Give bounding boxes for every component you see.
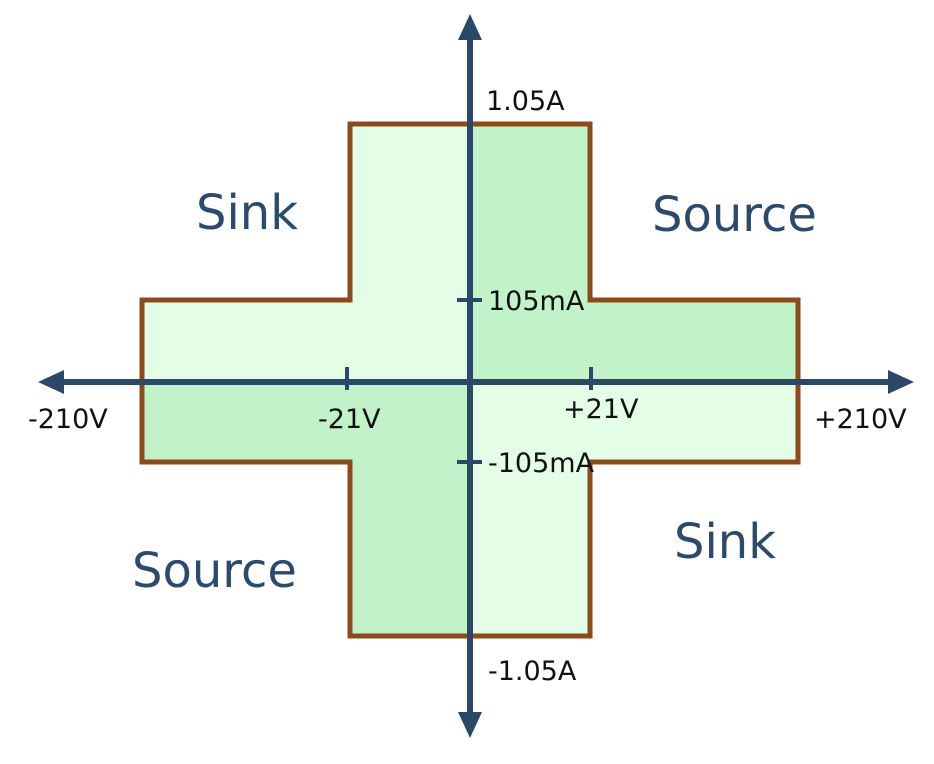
bottom-right-sink-region <box>470 382 798 636</box>
current-min-label: -1.05A <box>488 656 577 687</box>
bottom-right-quadrant-label: Sink <box>674 514 776 570</box>
top-left-sink-region <box>142 124 470 382</box>
current-low-neg-label: -105mA <box>488 448 595 479</box>
voltage-max-label: +210V <box>814 404 907 435</box>
voltage-low-pos-label: +21V <box>563 394 639 425</box>
top-right-source-region <box>470 124 798 382</box>
top-left-quadrant-label: Sink <box>196 185 298 241</box>
bottom-left-quadrant-label: Source <box>132 543 297 599</box>
voltage-low-neg-label: -21V <box>318 404 381 435</box>
voltage-axis-left-arrow <box>38 370 64 394</box>
voltage-min-label: -210V <box>28 404 108 435</box>
current-max-label: 1.05A <box>486 86 565 117</box>
operating-region-outline <box>139 121 801 639</box>
voltage-axis-right-arrow <box>888 370 914 394</box>
top-right-quadrant-label: Source <box>652 187 817 243</box>
current-low-pos-label: 105mA <box>488 286 585 317</box>
bottom-left-source-region <box>142 382 470 636</box>
current-axis-top-arrow <box>458 14 482 40</box>
current-axis-bottom-arrow <box>458 712 482 738</box>
